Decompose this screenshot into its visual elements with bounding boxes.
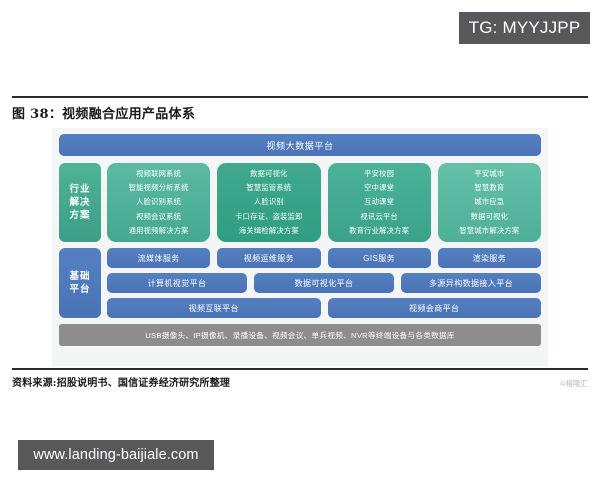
solution-card: 数据可视化 智慧监管系统 人脸识别 卡口存证、盗装监卸 海关缉检解决方案 bbox=[217, 163, 321, 243]
platform-box: 渲染服务 bbox=[437, 248, 541, 269]
solution-line: 平安城市 bbox=[474, 169, 505, 178]
solution-line: 智慧监管系统 bbox=[246, 183, 292, 193]
corner-watermark: ©格隆汇 bbox=[559, 379, 588, 388]
side-label-solutions: 行业解决方案 bbox=[59, 163, 101, 243]
platform-row: 视频互联平台 视频会商平台 bbox=[107, 298, 541, 319]
solution-cards-container: 视频联网系统 智能视频分析系统 人脸识别系统 视频会议系统 通用视频解决方案 数… bbox=[107, 163, 541, 243]
source-line: 资料来源:招股说明书、国信证券经济研究所整理 ©格隆汇 bbox=[12, 370, 588, 389]
solution-card: 视频联网系统 智能视频分析系统 人脸识别系统 视频会议系统 通用视频解决方案 bbox=[107, 163, 211, 243]
solution-line: 人脸识别 bbox=[253, 197, 284, 207]
industry-solutions-row: 行业解决方案 视频联网系统 智能视频分析系统 人脸识别系统 视频会议系统 通用视… bbox=[59, 163, 541, 243]
top-platform-bar: 视频大数据平台 bbox=[59, 134, 541, 156]
platform-row: 计算机视觉平台 数据可视化平台 多源异构数据接入平台 bbox=[107, 273, 541, 294]
platform-row: 流媒体服务 视频运维服务 GIS服务 渲染服务 bbox=[107, 248, 541, 269]
platform-box: 多源异构数据接入平台 bbox=[401, 273, 541, 294]
solution-line: 卡口存证、盗装监卸 bbox=[235, 211, 303, 221]
source-text: 资料来源:招股说明书、国信证券经济研究所整理 bbox=[12, 378, 231, 389]
platform-boxes-container: 流媒体服务 视频运维服务 GIS服务 渲染服务 计算机视觉平台 数据可视化平台 … bbox=[107, 248, 541, 319]
solution-line: 互动课堂 bbox=[364, 197, 395, 207]
solution-line: 数据可视化 bbox=[250, 169, 288, 178]
platform-box: GIS服务 bbox=[327, 248, 431, 269]
solution-line: 智慧教育 bbox=[474, 183, 505, 193]
solution-line: 视频联网系统 bbox=[136, 169, 182, 178]
solution-line: 教育行业解决方案 bbox=[349, 225, 410, 235]
platform-box: 视频互联平台 bbox=[107, 298, 321, 319]
side-label-platform: 基础平台 bbox=[59, 248, 101, 319]
source-divider-rule bbox=[12, 368, 588, 370]
solution-line: 空中课堂 bbox=[364, 183, 395, 193]
solution-line: 平安校园 bbox=[364, 169, 395, 178]
solution-line: 视频会议系统 bbox=[136, 211, 182, 221]
platform-box: 视频会商平台 bbox=[327, 298, 541, 319]
title-divider-rule bbox=[12, 96, 588, 98]
base-platform-row: 基础平台 流媒体服务 视频运维服务 GIS服务 渲染服务 计算机视觉平台 数据可… bbox=[59, 248, 541, 319]
solution-line: 智能视频分析系统 bbox=[128, 183, 189, 193]
solution-card: 平安校园 空中课堂 互动课堂 视讯云平台 教育行业解决方案 bbox=[327, 163, 431, 243]
figure-footer: 资料来源:招股说明书、国信证券经济研究所整理 ©格隆汇 bbox=[12, 368, 588, 389]
url-watermark-badge: www.landing-baijiale.com bbox=[18, 440, 214, 470]
platform-box: 流媒体服务 bbox=[107, 248, 211, 269]
solution-line: 智慧城市解决方案 bbox=[459, 225, 520, 235]
solution-line: 视讯云平台 bbox=[360, 211, 398, 221]
figure-header: 图 38：视频融合应用产品体系 bbox=[12, 96, 588, 122]
platform-box: 计算机视觉平台 bbox=[107, 273, 247, 294]
product-system-diagram: 视频大数据平台 行业解决方案 视频联网系统 智能视频分析系统 人脸识别系统 视频… bbox=[52, 128, 548, 366]
solution-line: 城市应急 bbox=[474, 197, 505, 207]
figure-title: 图 38：视频融合应用产品体系 bbox=[12, 107, 196, 122]
solution-line: 海关缉检解决方案 bbox=[238, 225, 299, 235]
terminal-devices-bar: USB摄像头、IP摄像机、录播设备、视频会议、单兵视频、NVR等终端设备与各类数… bbox=[59, 324, 541, 347]
solution-line: 通用视频解决方案 bbox=[128, 225, 189, 235]
platform-box: 数据可视化平台 bbox=[254, 273, 394, 294]
telegram-watermark-badge: TG: MYYJJPP bbox=[459, 12, 590, 44]
platform-box: 视频运维服务 bbox=[217, 248, 321, 269]
solution-line: 人脸识别系统 bbox=[136, 197, 182, 207]
solution-line: 数据可视化 bbox=[470, 211, 509, 221]
solution-card: 平安城市 智慧教育 城市应急 数据可视化 智慧城市解决方案 bbox=[437, 163, 541, 243]
